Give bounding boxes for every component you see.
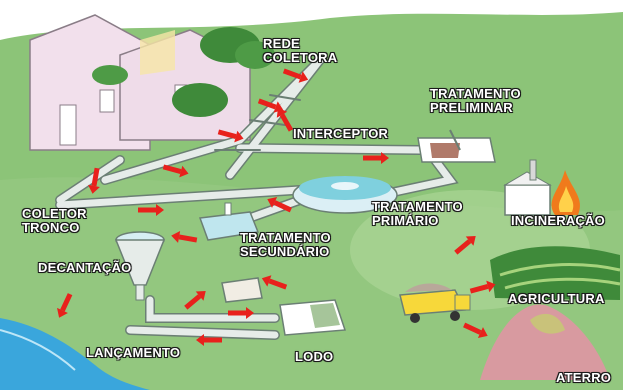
flow-arrow xyxy=(228,307,254,319)
label-line: LANÇAMENTO xyxy=(86,345,181,360)
label-line: PRELIMINAR xyxy=(430,100,513,115)
flow-arrow xyxy=(138,204,164,216)
secondary-treatment-tank xyxy=(198,202,260,241)
flow-arrows xyxy=(57,68,496,346)
label-line: AGRICULTURA xyxy=(508,291,605,306)
flow-arrow xyxy=(196,334,222,346)
label-lodo: LODO xyxy=(295,350,333,364)
flow-arrow xyxy=(454,236,476,255)
river xyxy=(0,318,150,390)
landfill xyxy=(480,304,610,380)
primary-treatment-tank xyxy=(292,176,398,214)
trees xyxy=(92,27,275,117)
label-agricultura: AGRICULTURA xyxy=(508,292,605,306)
flow-arrow xyxy=(184,291,206,310)
label-line: LODO xyxy=(295,349,334,364)
flow-arrow xyxy=(57,293,73,318)
flow-arrow xyxy=(267,197,292,213)
flow-arrow xyxy=(88,167,100,194)
incineration-plant xyxy=(503,159,581,216)
label-line: COLETORA xyxy=(263,50,338,65)
flow-arrow xyxy=(261,275,288,290)
label-interceptor: INTERCEPTOR xyxy=(293,127,388,141)
label-line: TRATAMENTO xyxy=(372,199,463,214)
label-line: REDE xyxy=(263,36,300,51)
tree xyxy=(235,41,275,69)
preliminary-treatment-tank xyxy=(417,129,496,163)
flow-arrow xyxy=(171,231,198,243)
house-door xyxy=(59,104,77,146)
flow-arrow xyxy=(363,152,389,164)
label-line: ATERRO xyxy=(556,370,612,385)
label-line: DECANTAÇÃO xyxy=(38,260,132,275)
flow-arrow xyxy=(463,322,488,338)
label-lancamento: LANÇAMENTO xyxy=(86,346,180,360)
label-aterro: ATERRO xyxy=(556,371,611,385)
flow-arrow xyxy=(276,107,294,132)
river-highlight xyxy=(0,329,76,371)
label-tratamento-preliminar: TRATAMENTO PRELIMINAR xyxy=(430,87,521,115)
label-tratamento-secundario: TRATAMENTO SECUNDÁRIO xyxy=(240,231,331,259)
flow-arrow xyxy=(469,280,496,294)
label-line: TRATAMENTO xyxy=(430,86,521,101)
sludge-truck xyxy=(399,283,471,323)
tree xyxy=(92,65,128,85)
label-line: INTERCEPTOR xyxy=(293,126,389,141)
label-line: INCINERAÇÃO xyxy=(511,213,605,228)
sludge-digester xyxy=(221,277,263,303)
label-line: TRONCO xyxy=(22,220,80,235)
label-line: TRATAMENTO xyxy=(240,230,331,245)
sludge-bed xyxy=(279,299,347,336)
flow-arrow xyxy=(282,68,309,83)
label-incineracao: INCINERAÇÃO xyxy=(511,214,605,228)
decantation-funnel xyxy=(114,231,166,301)
agriculture-fields xyxy=(490,246,621,300)
label-coletor-tronco: COLETOR TRONCO xyxy=(22,207,87,235)
label-rede-coletora: REDE COLETORA xyxy=(263,37,337,65)
label-line: PRIMÁRIO xyxy=(372,213,439,228)
house-color-accent xyxy=(140,30,175,75)
flow-arrow xyxy=(217,129,244,143)
label-tratamento-primario: TRATAMENTO PRIMÁRIO xyxy=(372,200,463,228)
label-line: COLETOR xyxy=(22,206,87,221)
house-window xyxy=(99,89,115,113)
tree xyxy=(172,83,228,117)
flow-arrow xyxy=(162,164,189,178)
label-decantacao: DECANTAÇÃO xyxy=(38,261,131,275)
label-line: SECUNDÁRIO xyxy=(240,244,330,259)
